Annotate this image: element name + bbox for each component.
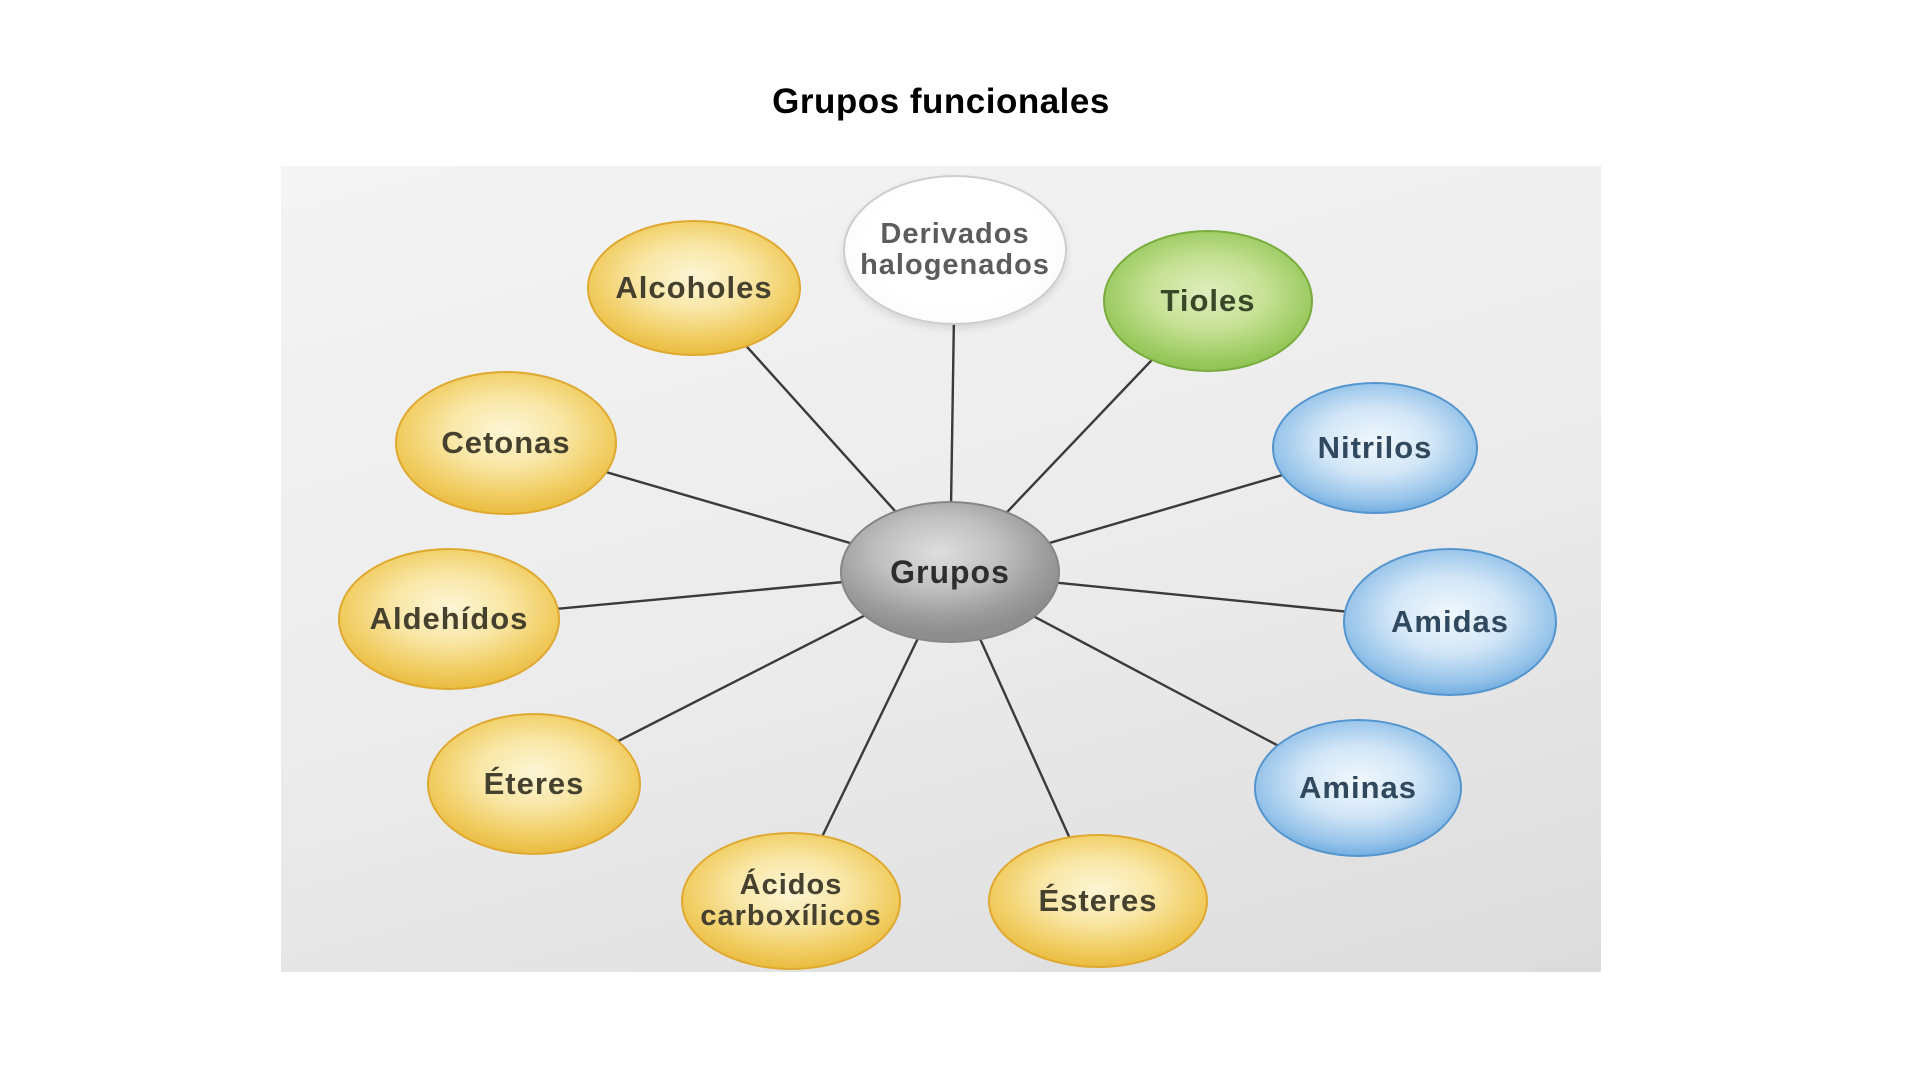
node-grupos-center-label: Grupos [890,553,1010,590]
node-amidas-label: Amidas [1391,604,1509,640]
node-derivados-halogenados-label: Derivados halogenados [860,217,1050,281]
node-acidos-carboxilicos: Ácidos carboxílicos [681,832,901,970]
node-amidas: Amidas [1343,548,1557,696]
node-cetonas-label: Cetonas [441,425,571,461]
functional-groups-diagram: Derivados halogenados Tioles Nitrilos Am… [281,166,1601,972]
node-aminas-label: Aminas [1299,770,1417,806]
node-alcoholes: Alcoholes [587,220,801,356]
node-eteres: Éteres [427,713,641,855]
node-grupos-center: Grupos [840,501,1060,643]
node-tioles-label: Tioles [1160,283,1256,319]
node-tioles: Tioles [1103,230,1313,372]
node-alcoholes-label: Alcoholes [615,270,773,306]
node-esteres: Ésteres [988,834,1208,968]
node-aminas: Aminas [1254,719,1462,857]
node-derivados-halogenados: Derivados halogenados [843,175,1067,325]
node-aldehidos-label: Aldehídos [369,601,529,637]
node-esteres-label: Ésteres [1038,883,1158,919]
node-aldehidos: Aldehídos [338,548,560,690]
node-acidos-carboxilicos-label: Ácidos carboxílicos [700,868,882,932]
node-cetonas: Cetonas [395,371,617,515]
node-nitrilos-label: Nitrilos [1317,430,1433,466]
node-nitrilos: Nitrilos [1272,382,1478,514]
node-eteres-label: Éteres [483,766,585,802]
page-title: Grupos funcionales [772,82,1110,121]
